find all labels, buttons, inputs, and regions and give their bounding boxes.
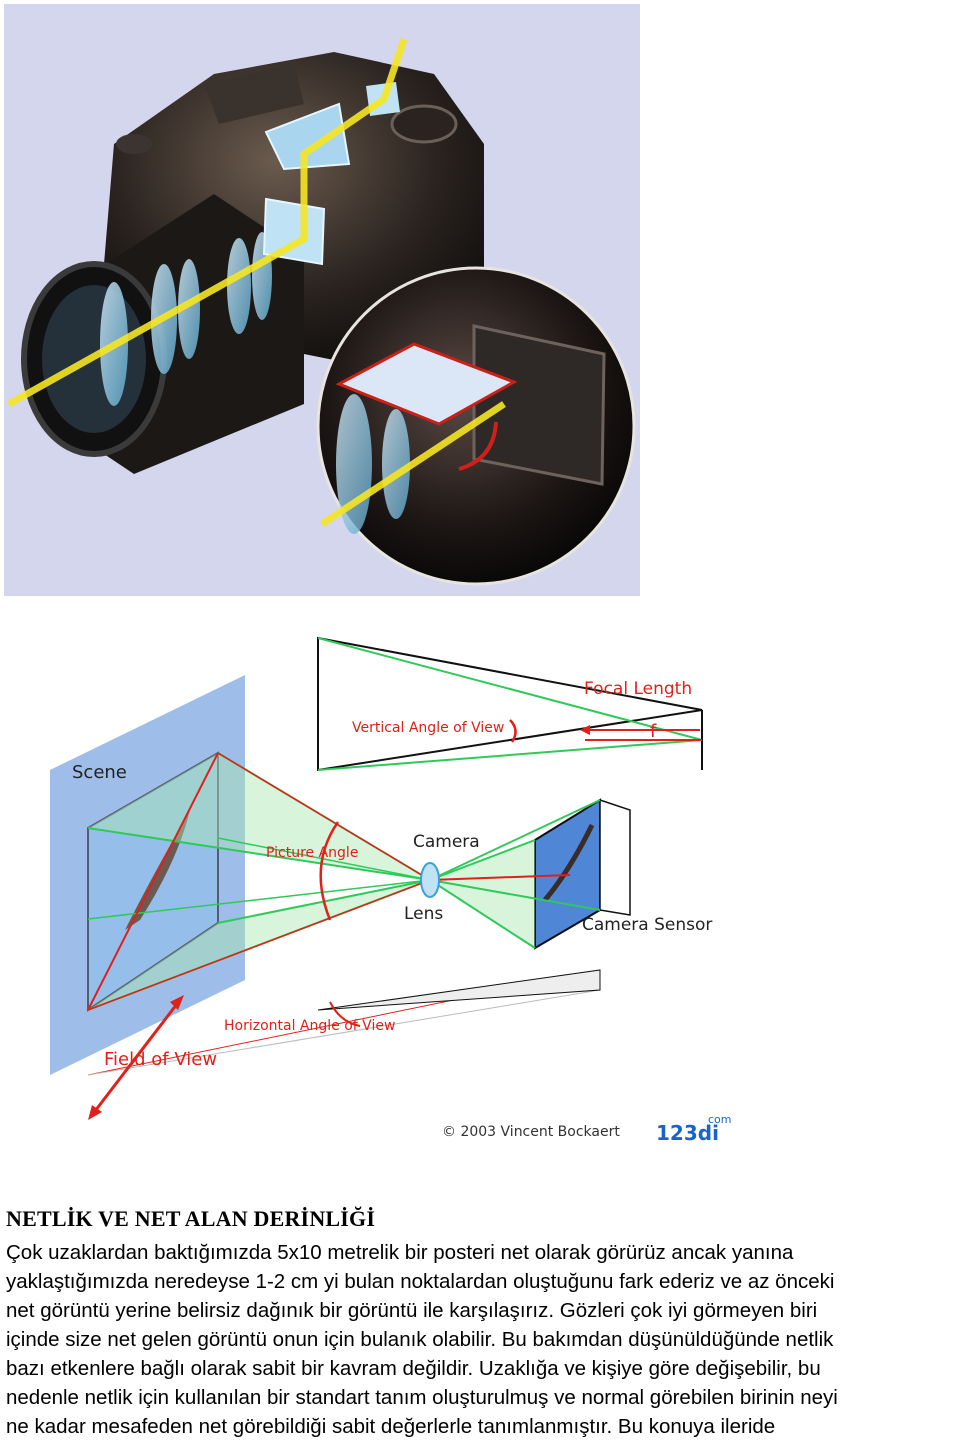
label-f: f bbox=[650, 721, 657, 742]
paragraph-line: yaklaştığımızda neredeyse 1-2 cm yi bula… bbox=[6, 1270, 835, 1293]
article-paragraph: Çok uzaklardan baktığımızda 5x10 metreli… bbox=[6, 1238, 960, 1441]
label-picture-angle: Picture Angle bbox=[266, 845, 358, 861]
lens-icon bbox=[420, 862, 440, 898]
logo-com: com bbox=[708, 1113, 732, 1126]
copyright-text: © 2003 Vincent Bockaert bbox=[442, 1124, 620, 1140]
label-lens: Lens bbox=[404, 904, 443, 924]
label-camera: Camera bbox=[413, 832, 480, 852]
paragraph-line: bazı etkenlere bağlı olarak sabit bir ka… bbox=[6, 1357, 821, 1380]
label-horizontal-angle: Horizontal Angle of View bbox=[224, 1018, 395, 1034]
label-camera-sensor: Camera Sensor bbox=[582, 915, 712, 935]
field-of-view-diagram: Scene Focal Length f Vertical Angle of V… bbox=[50, 636, 732, 1145]
camera-cutaway-illustration bbox=[4, 4, 640, 596]
article: NETLİK VE NET ALAN DERİNLİĞİ Çok uzaklar… bbox=[6, 1206, 960, 1441]
paragraph-line: Çok uzaklardan baktığımızda 5x10 metreli… bbox=[6, 1241, 794, 1264]
paragraph-line: net görüntü yerine belirsiz dağınık bir … bbox=[6, 1299, 818, 1322]
logo-123di: 123di bbox=[656, 1121, 719, 1145]
section-heading: NETLİK VE NET ALAN DERİNLİĞİ bbox=[6, 1206, 376, 1231]
label-vertical-angle: Vertical Angle of View bbox=[352, 720, 504, 736]
label-field-of-view: Field of View bbox=[104, 1049, 217, 1070]
paragraph-line: ne kadar mesafeden net görebildiği sabit… bbox=[6, 1415, 776, 1438]
paragraph-line: içinde size net gelen görüntü onun için … bbox=[6, 1328, 834, 1351]
label-focal-length: Focal Length bbox=[584, 679, 692, 699]
paragraph-line: nedenle netlik için kullanılan bir stand… bbox=[6, 1386, 838, 1409]
label-scene: Scene bbox=[72, 762, 127, 783]
